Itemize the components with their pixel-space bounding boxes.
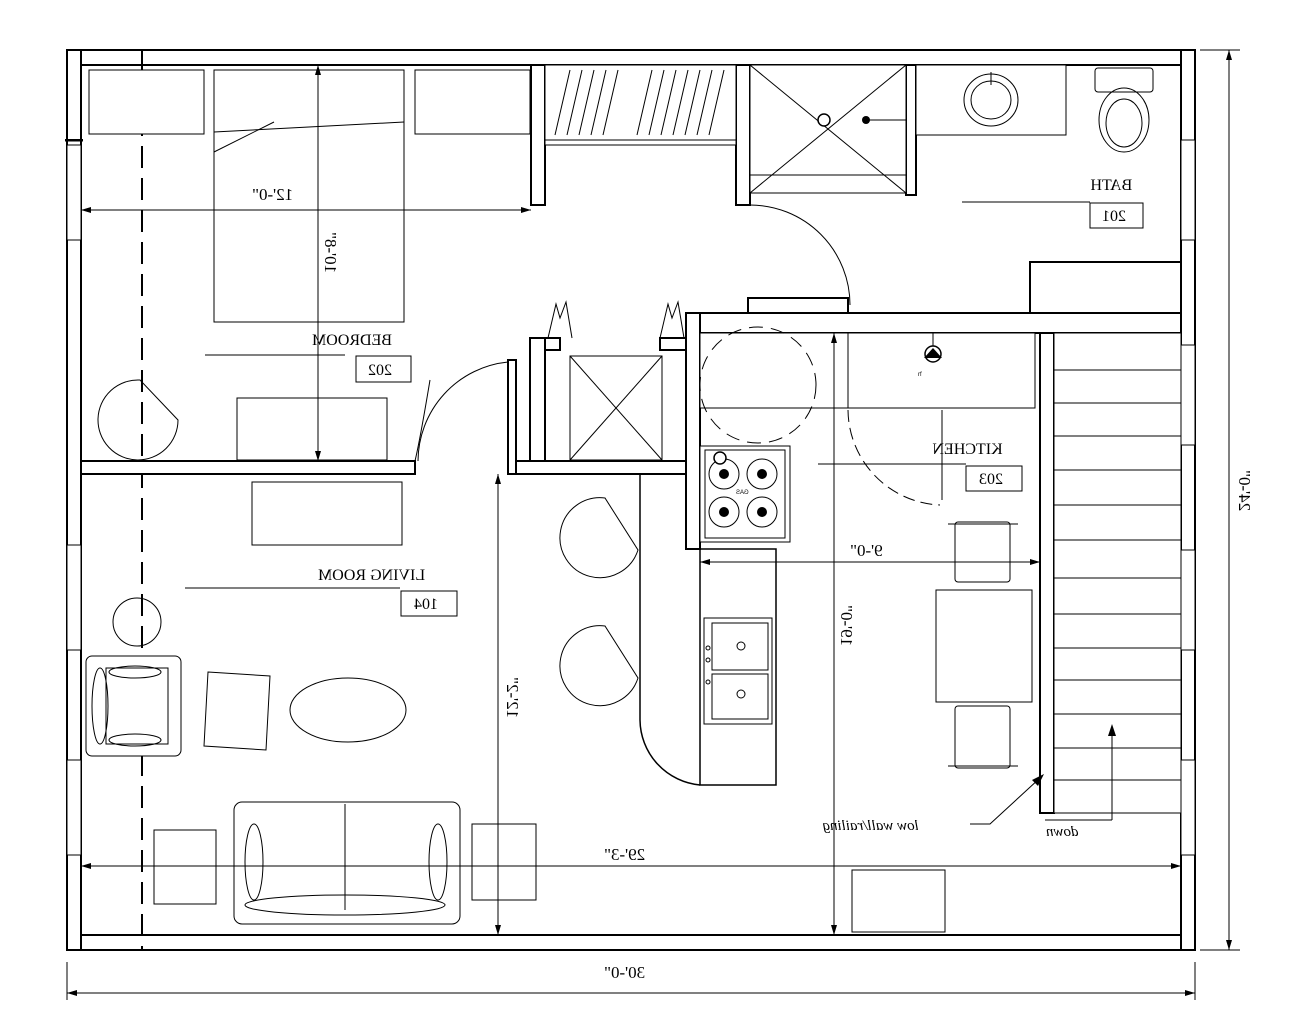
dim-living-depth: 12'-2" — [503, 677, 522, 718]
dim-overall-width: 30'-0" — [604, 963, 645, 982]
room-tag-kitchen: KITCHEN 203 — [818, 441, 1023, 492]
room-name-kitchen: KITCHEN — [932, 441, 1003, 458]
room-number-kitchen: 203 — [979, 471, 1003, 488]
room-number-bedroom: 202 — [368, 362, 392, 379]
svg-text:rf: rf — [918, 372, 922, 378]
living-furniture — [85, 481, 946, 933]
room-number-bath: 201 — [1102, 208, 1126, 225]
dim-interior-width: 29'-3" — [604, 845, 645, 864]
bedroom-furniture — [88, 69, 531, 462]
note-low-wall-railing: low wall/railing — [822, 818, 919, 834]
range-brand-text: GAS — [736, 490, 749, 496]
room-tag-bedroom: BEDROOM 202 — [205, 332, 412, 383]
dim-kitchen-depth: 19'-0" — [837, 605, 856, 646]
dimension-lines — [66, 49, 1240, 1000]
dim-bedroom-depth: 10'-8" — [321, 232, 340, 273]
note-stairs-down: down — [1046, 824, 1079, 840]
closet — [544, 64, 737, 146]
bath-fixtures — [749, 64, 1154, 306]
interior-walls — [80, 64, 1182, 814]
kitchen-fixtures: rf GAS — [559, 326, 1036, 786]
room-name-bath: BATH — [1090, 177, 1132, 194]
dim-overall-depth: 24'-0" — [1235, 470, 1254, 511]
room-tag-living: LIVING ROOM 104 — [185, 567, 458, 617]
pantry — [547, 300, 685, 461]
exterior-walls — [65, 49, 1196, 951]
room-number-living: 104 — [414, 596, 438, 613]
dim-bedroom-width: 12'-0" — [252, 185, 293, 204]
room-name-bedroom: BEDROOM — [312, 332, 392, 349]
dim-kitchen-width: 9'-0" — [850, 541, 883, 560]
stairs — [970, 332, 1182, 825]
room-tag-bath: BATH 201 — [1089, 177, 1144, 229]
room-name-living: LIVING ROOM — [318, 567, 425, 584]
